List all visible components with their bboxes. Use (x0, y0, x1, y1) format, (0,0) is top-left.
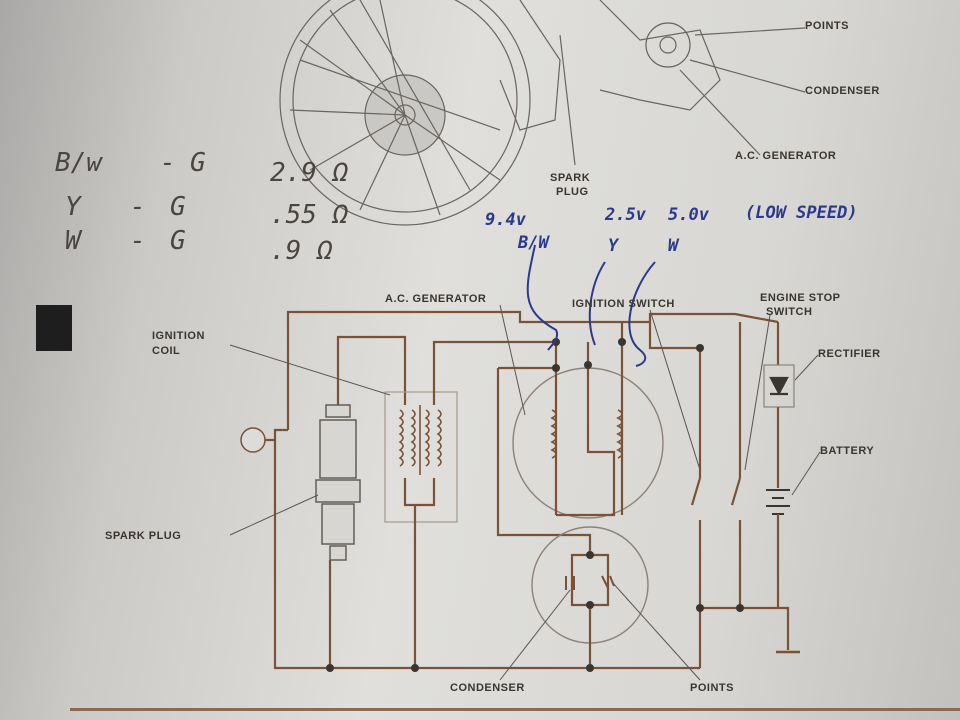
pencil-wire: W (65, 226, 81, 256)
illustration-points-label: POINTS (805, 20, 849, 32)
rectifier-diode (769, 376, 789, 396)
spark-plug-symbol (315, 404, 361, 561)
condenser-leader (689, 59, 806, 93)
wheel-tire-inner (292, 0, 518, 213)
points-label: POINTS (690, 682, 734, 694)
rectifier-label: RECTIFIER (818, 348, 881, 360)
wheel-spokes (289, 0, 501, 216)
junction-dots (326, 338, 744, 672)
spark-plug-leader (559, 34, 576, 166)
ignition-coil-label-2: COIL (152, 345, 181, 357)
pen-low-speed-note: (LOW SPEED) (745, 203, 858, 223)
pen-wire-label: W (668, 236, 679, 256)
wire-gen-y (556, 342, 616, 517)
wire-ignition-switch (648, 322, 702, 478)
pencil-dash: - (130, 226, 146, 256)
engine-stop-switch-label-1: ENGINE STOP (760, 292, 841, 304)
pencil-dash: - (160, 148, 176, 178)
wire-plug-to-coil (336, 335, 407, 405)
leader-lines (229, 304, 821, 681)
wire-coil-to-gen (432, 340, 556, 405)
pen-wire-markers (526, 244, 656, 367)
spark-plug-label: SPARK PLUG (105, 530, 182, 542)
engine-outline (599, 0, 721, 111)
stop-switch-blade (730, 477, 742, 506)
pen-voltage: 9.4v (485, 210, 526, 230)
wire-bottom-ground (273, 428, 700, 670)
pencil-value: 2.9 Ω (270, 158, 349, 188)
wire-points-loop (570, 553, 610, 607)
pencil-ground: G (170, 226, 186, 256)
pen-wire-label: B/W (518, 233, 549, 253)
wire-top (286, 310, 779, 430)
ignition-switch-blade (690, 477, 702, 506)
condenser-label: CONDENSER (450, 682, 525, 694)
engine-stop-switch-label-2: SWITCH (766, 306, 813, 318)
battery-symbol (766, 489, 790, 515)
page-bottom-rule (70, 708, 960, 711)
pencil-ground: G (170, 192, 186, 222)
pencil-wire: B/w (55, 148, 102, 178)
generator-windings (550, 409, 623, 459)
pencil-value: .9 Ω (270, 236, 333, 266)
ignition-switch-label: IGNITION SWITCH (572, 298, 675, 310)
battery-label: BATTERY (820, 445, 875, 457)
flywheel (645, 22, 691, 68)
ignition-coil-box (384, 391, 458, 523)
flywheel-center (659, 36, 677, 54)
coil-windings (398, 405, 442, 475)
ac-generator-label: A.C. GENERATOR (385, 293, 487, 305)
illustration-spark-plug-label-2: PLUG (556, 186, 589, 198)
pencil-dash: - (130, 192, 146, 222)
illustration-condenser-label: CONDENSER (805, 85, 880, 97)
ac-generator-leader (679, 69, 761, 156)
fork (499, 0, 561, 131)
wire-stop-switch-low (700, 520, 742, 610)
page-tab-marker (36, 305, 72, 351)
wire-battery-ground (740, 514, 790, 650)
condenser-symbol (565, 575, 615, 590)
wire-gen-to-points (496, 368, 592, 555)
pen-voltage: 2.5v (605, 205, 646, 225)
points-leader (694, 27, 806, 36)
pen-voltage: 5.0v (668, 205, 709, 225)
pen-wire-label: Y (608, 236, 619, 256)
ignition-coil-label-1: IGNITION (152, 330, 205, 342)
schematic (229, 244, 821, 681)
pencil-value: .55 Ω (270, 200, 349, 230)
motorcycle-illustration (279, 0, 806, 226)
ground-terminal (240, 427, 266, 453)
illustration-spark-plug-label-1: SPARK (550, 172, 591, 184)
pencil-ground: G (190, 148, 206, 178)
wire-coil-bridge (403, 478, 436, 507)
pencil-wire: Y (65, 192, 81, 222)
illustration-ac-generator-label: A.C. GENERATOR (735, 150, 837, 162)
wheel-rim (279, 0, 531, 226)
